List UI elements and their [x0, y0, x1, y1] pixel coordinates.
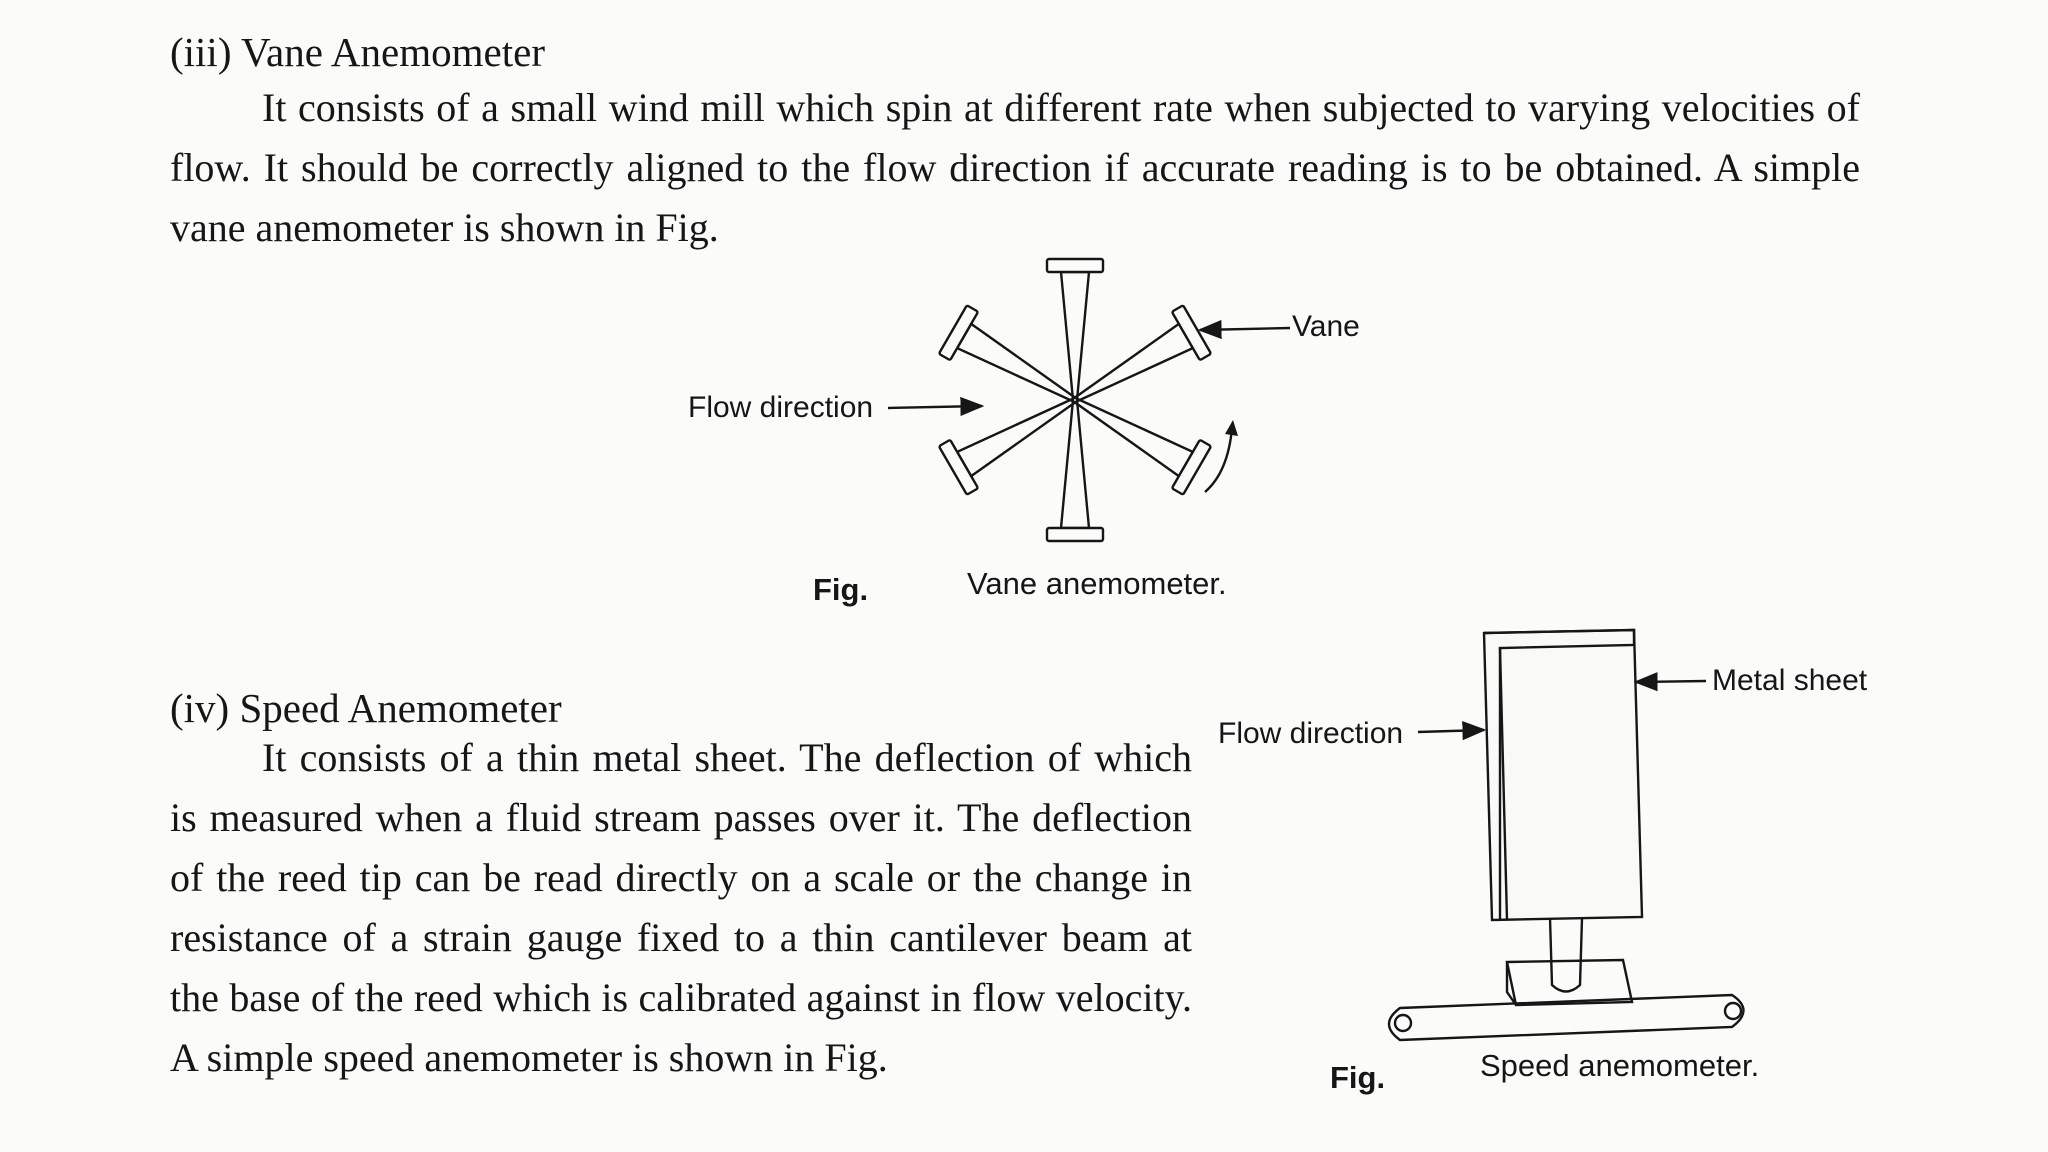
- vane-blade: [1045, 257, 1105, 274]
- base-block: [1505, 958, 1634, 1007]
- rotation-arrowhead: [1225, 420, 1238, 436]
- vane-blade: [1045, 526, 1105, 543]
- reed-stem: [1548, 917, 1584, 993]
- beam-hole-right: [1723, 1001, 1743, 1021]
- speed-flow-label: Flow direction: [1218, 717, 1404, 750]
- metal-sheet-outline: [1482, 628, 1644, 922]
- metal-sheet-inner: [1483, 628, 1636, 921]
- vane-arm: [1073, 397, 1212, 496]
- speed-fig-caption: Speed anemometer.: [1480, 1048, 1760, 1083]
- section-iv-paragraph: It consists of a thin metal sheet. The d…: [170, 728, 1192, 1088]
- section-iii-heading: (iii) Vane Anemometer: [170, 29, 545, 75]
- rotation-arrow: [1204, 427, 1234, 493]
- metal-sheet-label: Metal sheet: [1712, 664, 1868, 697]
- vane-arm: [938, 304, 1077, 403]
- vane-fig-caption: Vane anemometer.: [967, 566, 1227, 601]
- vane-label: Vane: [1292, 310, 1360, 343]
- section-iii-paragraph: It consists of a small wind mill which s…: [170, 78, 1860, 258]
- vane-blade: [938, 439, 979, 496]
- vane-flow-label: Flow direction: [688, 391, 874, 424]
- section-iv-heading: (iv) Speed Anemometer: [170, 685, 562, 731]
- section-iv-text: It consists of a thin metal sheet. The d…: [170, 735, 1192, 1080]
- vane-rotor: [938, 257, 1212, 543]
- vane-pointer-line: [1197, 319, 1291, 340]
- sheet-pointer-line: [1633, 672, 1707, 692]
- vane-flow-arrow: [887, 396, 985, 417]
- base-block-side: [1505, 962, 1517, 1006]
- vane-arm: [1073, 304, 1212, 403]
- vane-blade: [1171, 304, 1212, 361]
- vane-arm: [1045, 399, 1105, 543]
- speed-fig-prefix: Fig.: [1330, 1060, 1386, 1095]
- vane-arm: [938, 397, 1077, 496]
- cantilever-beam: [1387, 993, 1745, 1042]
- beam-hole-left: [1393, 1013, 1413, 1033]
- vane-blade: [1171, 439, 1212, 496]
- vane-fig-prefix: Fig.: [813, 572, 869, 607]
- speed-flow-arrow: [1417, 721, 1487, 741]
- vane-blade: [938, 304, 979, 361]
- section-iii-text: It consists of a small wind mill which s…: [170, 85, 1860, 250]
- vane-arm: [1045, 257, 1105, 401]
